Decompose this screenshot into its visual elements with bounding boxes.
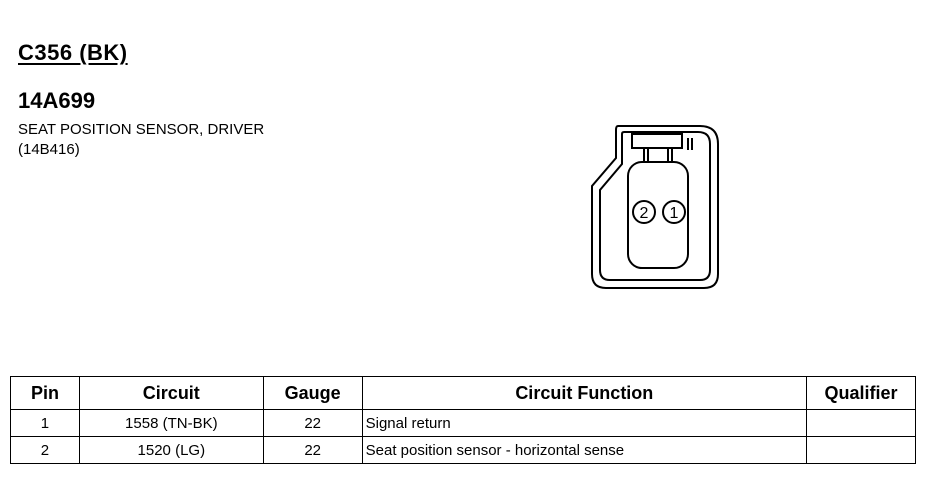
connector-latch [631,133,683,149]
col-header-function: Circuit Function [361,376,808,410]
connector-diagram: 2 1 [588,122,728,299]
col-header-circuit: Circuit [78,376,264,410]
connector-housing-outer [591,125,719,289]
pin-1-label: 1 [670,205,679,222]
col-header-qualifier: Qualifier [806,376,916,410]
cell-qualifier [806,409,916,437]
cell-gauge: 22 [262,436,363,464]
table-row: 1 1558 (TN-BK) 22 Signal return [10,409,916,437]
col-header-pin: Pin [10,376,80,410]
connector-latch-tab [647,147,669,163]
cell-pin: 2 [10,436,80,464]
connector-cavity [627,161,689,269]
pin-1-circle [662,200,686,224]
connector-id: C356 (BK) [18,40,128,65]
cell-circuit: 1558 (TN-BK) [78,409,264,437]
pin-2-circle [632,200,656,224]
cell-pin: 1 [10,409,80,437]
component-description: SEAT POSITION SENSOR, DRIVER (14B416) [18,120,264,160]
cell-function: Seat position sensor - horizontal sense [361,436,808,464]
pin-2-label: 2 [640,205,649,222]
component-name: SEAT POSITION SENSOR, DRIVER [18,121,265,138]
pin-table: Pin Circuit Gauge Circuit Function Quali… [10,376,916,464]
connector-housing-inner [599,131,711,281]
cell-circuit: 1520 (LG) [78,436,264,464]
component-sub-part: (14B416) [18,141,80,158]
table-header-row: Pin Circuit Gauge Circuit Function Quali… [10,376,916,410]
connector-face-icon: 2 1 [591,125,719,289]
table-row: 2 1520 (LG) 22 Seat position sensor - ho… [10,436,916,464]
cell-function: Signal return [361,409,808,437]
part-number: 14A699 [18,88,96,113]
cell-gauge: 22 [262,409,363,437]
col-header-gauge: Gauge [262,376,363,410]
cell-qualifier [806,436,916,464]
